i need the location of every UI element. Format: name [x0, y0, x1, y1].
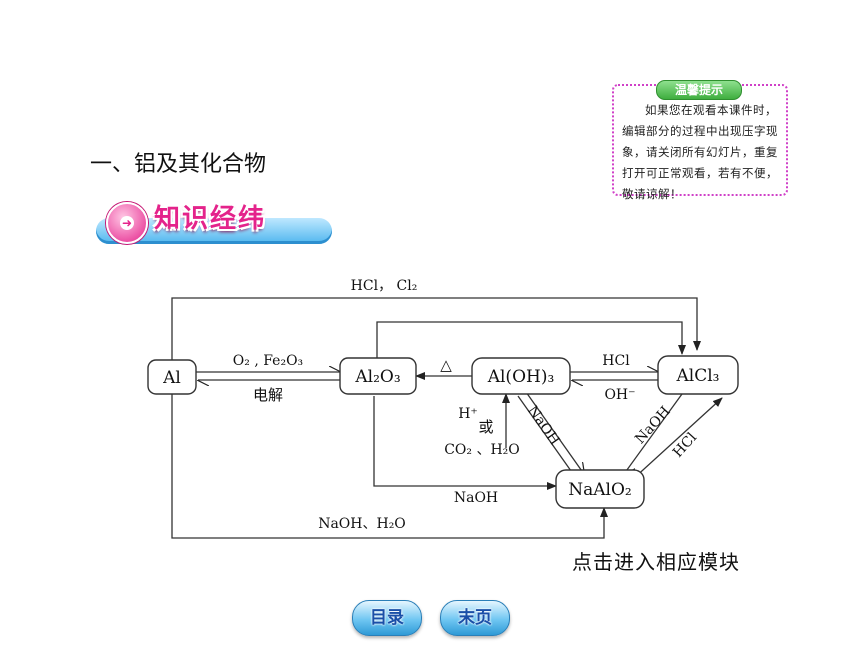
last-page-button-label: 末页	[458, 608, 492, 628]
node-al2o3-label: Al₂O₃	[354, 367, 400, 387]
label-oh-minus: OH⁻	[604, 387, 635, 403]
edge-aloh3-naalo2-b	[517, 395, 577, 479]
label-heat: △	[440, 356, 452, 374]
label-electrolysis: 电解	[253, 386, 283, 404]
node-alcl3: AlCl₃	[657, 355, 739, 395]
edge-naalo2-alcl3	[631, 397, 723, 481]
edge-alcl3-naalo2	[624, 393, 683, 474]
node-al2o3: Al₂O₃	[339, 357, 417, 395]
node-al-label: Al	[162, 368, 181, 388]
edge-aloh3-naalo2	[525, 391, 584, 474]
knowledge-banner: ➜ 知识经纬	[96, 196, 332, 248]
tip-badge: 温馨提示	[656, 80, 742, 100]
edge-al2o3-naalo2	[373, 396, 557, 490]
toc-button-label: 目录	[370, 608, 404, 628]
node-naalo2-label: NaAlO₂	[568, 480, 631, 500]
banner-circle-icon: ➜	[106, 202, 148, 244]
enter-module-link[interactable]: 点击进入相应模块	[572, 550, 740, 574]
node-aloh3: Al(OH)₃	[471, 357, 571, 395]
tip-box: 温馨提示 如果您在观看本课件时，编辑部分的过程中出现压字现象，请关闭所有幻灯片，…	[612, 80, 788, 201]
tip-text: 如果您在观看本课件时，编辑部分的过程中出现压字现象，请关闭所有幻灯片，重复打开可…	[622, 103, 778, 201]
label-naoh-diag1: NaOH	[524, 403, 563, 448]
banner-title: 知识经纬	[154, 204, 267, 234]
toc-button[interactable]: 目录	[352, 600, 422, 636]
label-hcl-cl2: HCl， Cl₂	[351, 278, 418, 294]
label-naoh-mid: NaOH	[454, 490, 498, 506]
label-hcl-diag: HCl	[670, 429, 701, 460]
node-aloh3-label: Al(OH)₃	[487, 367, 555, 387]
label-h-plus: H⁺	[458, 406, 478, 422]
label-or: 或	[478, 418, 493, 436]
node-alcl3-label: AlCl₃	[676, 366, 720, 386]
label-hcl-forward: HCl	[602, 353, 630, 369]
node-al: Al	[147, 359, 197, 395]
section-title: 一、铝及其化合物	[90, 152, 267, 177]
label-naoh-diag2: NaOH	[632, 404, 674, 448]
edge-al-naalo2-bottom	[171, 392, 608, 539]
edge-al2o3-alcl3	[376, 321, 686, 358]
edge-al-alcl3-top	[171, 297, 701, 362]
node-naalo2: NaAlO₂	[555, 469, 645, 509]
label-naoh-h2o: NaOH、H₂O	[318, 516, 406, 532]
label-co2-h2o: CO₂ 、H₂O	[444, 442, 520, 458]
arrow-right-icon: ➜	[120, 216, 134, 230]
label-o2-fe2o3: O₂ , Fe₂O₃	[233, 353, 303, 369]
last-page-button[interactable]: 末页	[440, 600, 510, 636]
